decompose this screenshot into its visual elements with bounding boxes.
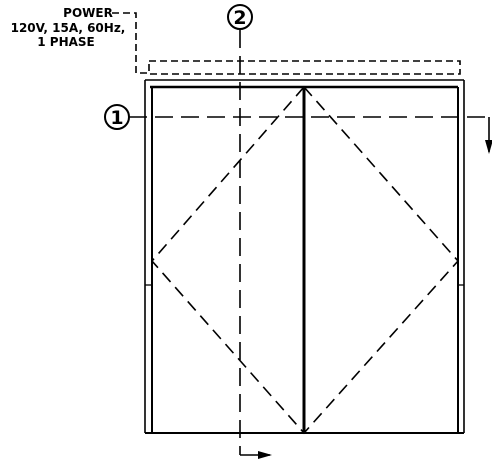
callout-1-number: 1 (110, 107, 123, 129)
callout-1-circle (104, 104, 130, 130)
callout-2-circle (227, 4, 253, 30)
header-box (148, 60, 461, 75)
power-spec-label: 120V, 15A, 60Hz, (11, 21, 126, 35)
door-swing-diamond (150, 85, 460, 435)
callout-2-number: 2 (233, 7, 246, 29)
power-phase-label: 1 PHASE (37, 35, 95, 49)
section-2-arrowhead-icon (258, 451, 272, 459)
power-leader-line (112, 12, 148, 74)
section-1-arrowhead-icon (485, 140, 492, 154)
power-label: POWER (63, 6, 113, 20)
